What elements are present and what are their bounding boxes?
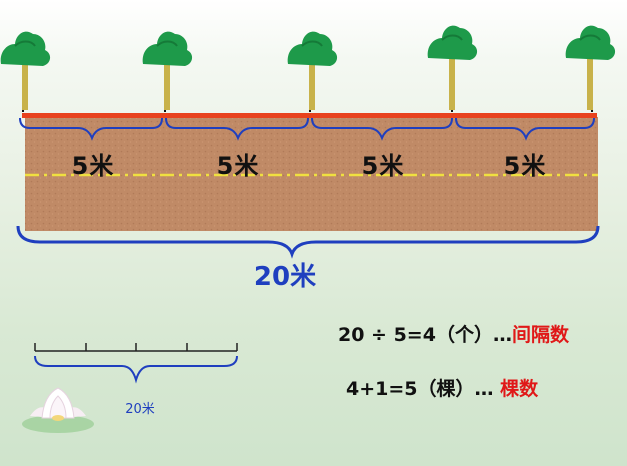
segment-braces	[19, 117, 595, 141]
segment-label: 5米	[361, 152, 405, 180]
small-ruler-brace	[34, 355, 238, 384]
road	[25, 117, 598, 231]
tree-ticks	[22, 100, 593, 112]
interval-equation-text: 20 ÷ 5=4（个）…	[338, 324, 512, 346]
small-ruler-label: 20米	[125, 402, 155, 417]
tree-icon	[287, 31, 338, 110]
tree-icon	[142, 31, 193, 110]
tree-count-equation: 4+1=5（棵）… 棵数	[346, 374, 538, 401]
segment-label: 5米	[216, 152, 260, 180]
tree-count-equation-text: 4+1=5（棵）…	[346, 378, 501, 400]
tree-icon	[0, 31, 51, 110]
interval-count-label: 间隔数	[511, 324, 569, 346]
lotus-icon	[22, 387, 94, 433]
small-ruler	[34, 343, 238, 352]
segment-label: 5米	[71, 152, 115, 180]
segment-label: 5米	[503, 152, 547, 180]
road-edge-line	[22, 113, 597, 118]
tree-count-label: 棵数	[500, 378, 539, 400]
total-length-label: 20米	[253, 262, 317, 292]
interval-equation: 20 ÷ 5=4（个）…间隔数	[338, 320, 569, 347]
total-brace	[16, 225, 600, 259]
tree-icon	[427, 25, 478, 110]
tree-icon	[565, 25, 616, 110]
